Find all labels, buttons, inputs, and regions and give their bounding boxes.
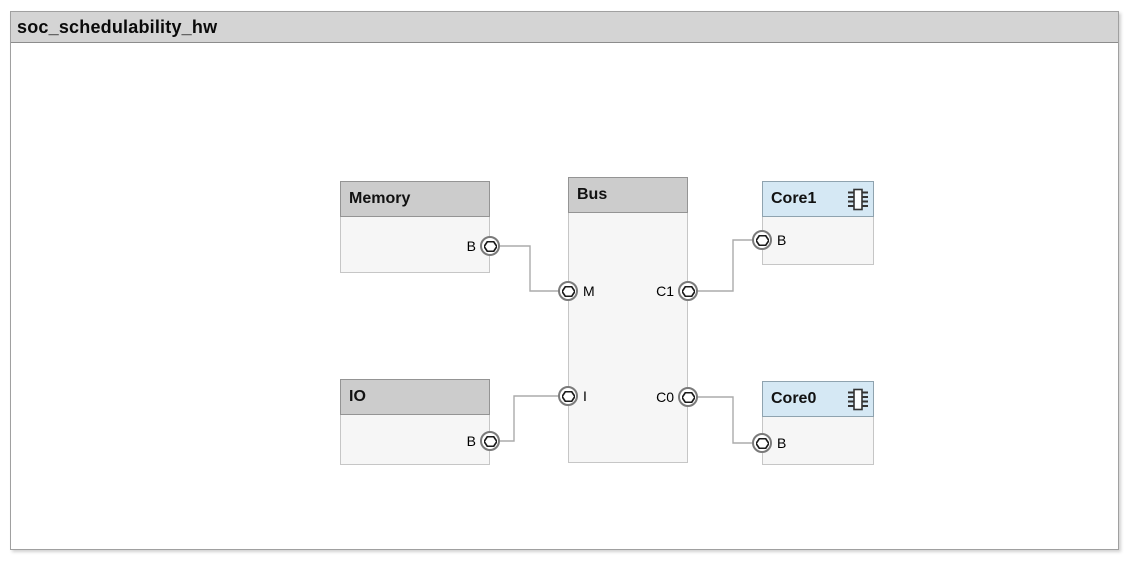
block-core0-title: Core0 bbox=[771, 390, 817, 407]
port-label-bus-c0: C0 bbox=[656, 389, 674, 405]
chip-icon bbox=[848, 188, 868, 211]
port-label-memory-b: B bbox=[466, 238, 476, 254]
port-label-bus-i: I bbox=[583, 388, 587, 404]
block-core1-body bbox=[762, 217, 874, 265]
block-bus-header: Bus bbox=[568, 177, 688, 213]
chip-icon bbox=[848, 388, 868, 411]
block-memory-body bbox=[340, 217, 490, 273]
block-bus[interactable]: Bus bbox=[568, 177, 688, 463]
port-hexagon-icon bbox=[483, 435, 497, 447]
port-core0-b[interactable] bbox=[752, 433, 772, 453]
connection-io-bus[interactable] bbox=[490, 395, 568, 442]
port-label-core1-b: B bbox=[777, 232, 787, 248]
port-hexagon-icon bbox=[681, 285, 695, 297]
block-bus-title: Bus bbox=[577, 186, 608, 203]
block-io[interactable]: IO bbox=[340, 379, 490, 465]
block-memory-header: Memory bbox=[340, 181, 490, 217]
diagram-title: soc_schedulability_hw bbox=[17, 16, 218, 37]
block-core0-body bbox=[762, 417, 874, 465]
port-hexagon-icon bbox=[755, 437, 769, 449]
port-core1-b[interactable] bbox=[752, 230, 772, 250]
block-io-title: IO bbox=[349, 388, 366, 405]
block-core0[interactable]: Core0 bbox=[762, 381, 874, 465]
port-bus-m[interactable] bbox=[558, 281, 578, 301]
port-hexagon-icon bbox=[561, 285, 575, 297]
port-bus-c0[interactable] bbox=[678, 387, 698, 407]
connection-bus-core0[interactable] bbox=[688, 396, 762, 444]
block-core1[interactable]: Core1 bbox=[762, 181, 874, 265]
block-core1-header: Core1 bbox=[762, 181, 874, 217]
port-label-core0-b: B bbox=[777, 435, 787, 451]
port-label-bus-m: M bbox=[583, 283, 595, 299]
port-io-b[interactable] bbox=[480, 431, 500, 451]
block-io-header: IO bbox=[340, 379, 490, 415]
block-core1-title: Core1 bbox=[771, 190, 817, 207]
port-memory-b[interactable] bbox=[480, 236, 500, 256]
block-core0-header: Core0 bbox=[762, 381, 874, 417]
port-bus-i[interactable] bbox=[558, 386, 578, 406]
diagram-title-bar: soc_schedulability_hw bbox=[11, 12, 1118, 43]
port-hexagon-icon bbox=[681, 391, 695, 403]
connection-bus-core1[interactable] bbox=[688, 239, 762, 292]
block-io-body bbox=[340, 415, 490, 465]
port-hexagon-icon bbox=[755, 234, 769, 246]
port-hexagon-icon bbox=[561, 390, 575, 402]
port-hexagon-icon bbox=[483, 240, 497, 252]
port-label-bus-c1: C1 bbox=[656, 283, 674, 299]
block-bus-body bbox=[568, 213, 688, 463]
port-label-io-b: B bbox=[466, 433, 476, 449]
diagram-frame: soc_schedulability_hw bbox=[10, 11, 1119, 550]
connection-memory-bus[interactable] bbox=[490, 245, 568, 292]
block-memory[interactable]: Memory bbox=[340, 181, 490, 273]
block-memory-title: Memory bbox=[349, 190, 411, 207]
port-bus-c1[interactable] bbox=[678, 281, 698, 301]
